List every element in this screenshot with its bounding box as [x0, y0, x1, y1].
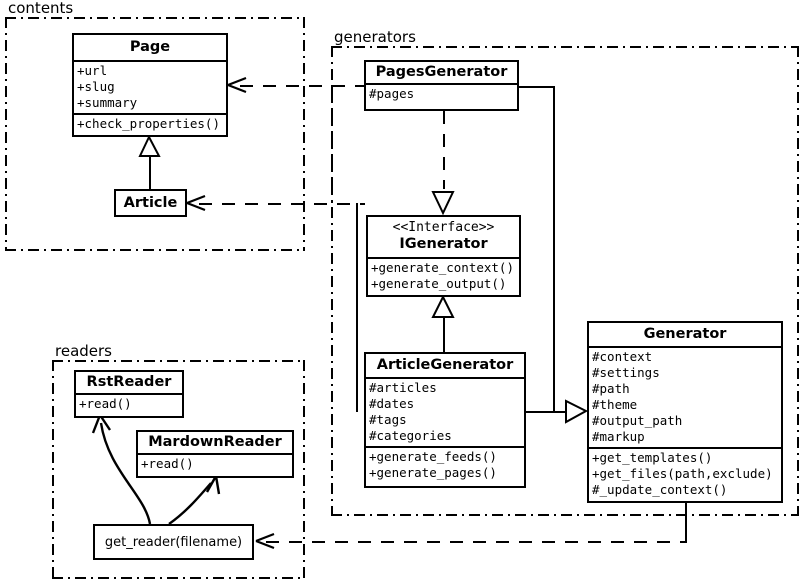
edge-articlegenerator-to-igenerator-stem	[443, 315, 445, 352]
attribute-markup: #markup	[592, 429, 645, 444]
package-generators-top-edge	[331, 46, 799, 48]
method-get-files: +get_files(path,exclude)	[592, 466, 773, 481]
attribute-slug: +slug	[77, 79, 115, 94]
attribute-articles: #articles	[369, 380, 437, 395]
function-box-get-reader[interactable]: get_reader(filename)	[93, 524, 254, 560]
class-name-generator: Generator	[643, 326, 727, 342]
method-generate-feeds: +generate_feeds()	[369, 449, 497, 464]
package-generators-label: generators	[331, 29, 419, 46]
package-contents-right-edge	[303, 17, 305, 251]
edge-generator-to-getreader-drop	[685, 503, 687, 542]
association-curve-markdownreader	[168, 482, 212, 525]
class-methods-generator: +get_templates() +get_files(path,exclude…	[589, 447, 781, 500]
attribute-categories: #categories	[369, 428, 452, 443]
class-box-page[interactable]: Page +url +slug +summary +check_properti…	[72, 33, 228, 137]
class-name-markdownreader: MardownReader	[148, 434, 282, 450]
class-box-rstreader[interactable]: RstReader +read()	[74, 370, 184, 418]
class-stereotype-igenerator: <<Interface>>	[392, 220, 495, 235]
class-name-article: Article	[123, 194, 178, 211]
edge-article-to-page-stem	[149, 155, 151, 189]
class-box-articlegenerator[interactable]: ArticleGenerator #articles #dates #tags …	[364, 352, 526, 488]
edge-pagesgenerator-to-igenerator-stem	[443, 111, 445, 189]
class-attributes-articlegenerator: #articles #dates #tags #categories	[366, 377, 524, 446]
class-box-generator[interactable]: Generator #context #settings #path #them…	[587, 321, 783, 503]
generalization-arrowhead-igenerator-bottom	[431, 294, 455, 318]
package-readers-left-edge	[52, 360, 54, 579]
realization-arrowhead-igenerator	[431, 191, 455, 216]
class-methods-articlegenerator: +generate_feeds() +generate_pages()	[366, 446, 524, 483]
class-methods-markdownreader: +read()	[138, 453, 292, 474]
class-attributes-generator: #context #settings #path #theme #output_…	[589, 346, 781, 447]
package-contents-left-edge	[5, 17, 7, 251]
method-update-context: #_update_context()	[592, 482, 728, 497]
class-methods-page: +check_properties()	[74, 113, 226, 134]
package-generators-bottom-edge	[331, 514, 799, 516]
function-label-get-reader: get_reader(filename)	[104, 534, 243, 550]
package-contents-bottom-edge	[5, 249, 305, 251]
method-read-markdown: +read()	[141, 456, 194, 471]
class-methods-igenerator: +generate_context() +generate_output()	[368, 257, 519, 294]
attribute-context: #context	[592, 349, 653, 364]
attribute-settings: #settings	[592, 365, 660, 380]
method-generate-context: +generate_context()	[371, 260, 514, 275]
attribute-dates: #dates	[369, 396, 415, 411]
class-box-igenerator[interactable]: <<Interface>> IGenerator +generate_conte…	[366, 215, 521, 297]
class-box-markdownreader[interactable]: MardownReader +read()	[136, 430, 294, 478]
class-name-pagesgenerator: PagesGenerator	[375, 64, 508, 80]
package-generators-right-edge	[797, 46, 799, 516]
class-name-igenerator: IGenerator	[399, 236, 488, 252]
attribute-url: +url	[77, 63, 108, 78]
class-box-article[interactable]: Article	[114, 189, 187, 217]
class-attributes-page: +url +slug +summary	[74, 60, 226, 113]
method-check-properties: +check_properties()	[77, 116, 220, 131]
package-readers-top-edge	[52, 360, 305, 362]
edge-articlegenerator-to-article-dash	[199, 203, 365, 205]
attribute-summary: +summary	[77, 95, 138, 110]
class-box-pagesgenerator[interactable]: PagesGenerator #pages	[364, 60, 519, 111]
method-generate-output: +generate_output()	[371, 276, 507, 291]
edge-pagesgenerator-to-generator-v	[553, 86, 555, 413]
method-read-rst: +read()	[79, 396, 132, 411]
attribute-path: #path	[592, 381, 630, 396]
package-readers-bottom-edge	[52, 577, 305, 579]
class-name-rstreader: RstReader	[86, 374, 172, 390]
class-name-page: Page	[129, 39, 171, 55]
class-methods-rstreader: +read()	[76, 393, 182, 414]
class-header-igenerator: <<Interface>> IGenerator	[368, 217, 519, 257]
package-readers-right-edge	[303, 360, 305, 579]
generalization-arrowhead-page	[138, 134, 161, 157]
attribute-output-path: #output_path	[592, 413, 683, 428]
association-arrowhead-markdownreader	[205, 475, 221, 495]
edge-generator-to-getreader-dash	[266, 541, 687, 543]
edge-dependency-vertical-spine	[331, 85, 333, 203]
edge-pagesgenerator-to-page-dash	[240, 85, 364, 87]
package-generators-left-edge	[331, 46, 333, 516]
method-generate-pages: +generate_pages()	[369, 465, 497, 480]
package-readers-label: readers	[52, 343, 115, 360]
edge-articlegenerator-dependency-drop	[356, 203, 358, 412]
attribute-tags: #tags	[369, 412, 407, 427]
package-contents-top-edge	[5, 17, 305, 19]
class-attributes-pagesgenerator: #pages	[366, 83, 517, 104]
attribute-theme: #theme	[592, 397, 638, 412]
method-get-templates: +get_templates()	[592, 450, 713, 465]
class-name-articlegenerator: ArticleGenerator	[376, 357, 514, 373]
package-contents-label: contents	[5, 0, 77, 17]
edge-pagesgenerator-to-generator-h	[519, 86, 555, 88]
edge-articlegenerator-to-generator-h	[526, 411, 573, 413]
attribute-pages: #pages	[369, 86, 415, 101]
